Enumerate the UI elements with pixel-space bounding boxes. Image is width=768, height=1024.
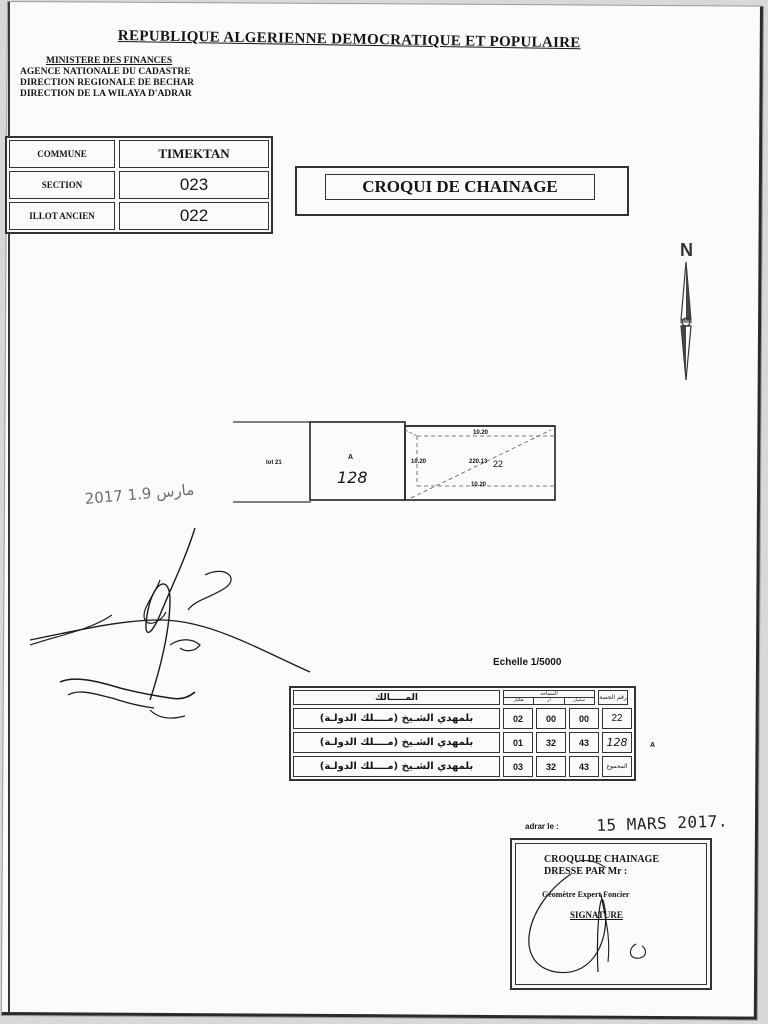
plan-lot-number: 22 [493,459,504,469]
illot-value: 022 [119,202,269,230]
handwritten-signature [29,527,311,719]
table-row: بلمهدي الشـيخ (مــــلك الدولـة) 02 00 00… [293,708,632,729]
ministry-block: MINISTERE DES FINANCES AGENCE NATIONALE … [20,56,194,100]
lot-cell: 128 [602,732,632,753]
ministry-line: AGENCE NATIONALE DU CADASTRE [20,67,191,77]
scale-label: Echelle 1/5000 [493,657,562,668]
section-value: 023 [119,171,269,199]
plan-lot-label: lot 21 [266,460,282,466]
centiare-cell: 43 [569,756,599,777]
hectare-cell: 02 [503,708,533,729]
place-label: adrar le : [525,822,559,831]
area-unit-a: آر [534,698,565,704]
sig-line-2: DRESSE PAR Mr : [544,866,628,877]
hectare-cell: 03 [503,756,533,777]
owner-cell: بلمهدي الشـيخ (مــــلك الدولـة) [293,756,500,777]
north-letter: N [680,240,693,260]
area-unit-ca: سنتيار [573,698,586,703]
are-cell: 00 [536,708,566,729]
document-title-box: CROQUI DE CHAINAGE [295,166,629,216]
area-header: المساحة هكتار آر سنتيار [503,690,595,705]
parcel-info-table: COMMUNE TIMEKTAN SECTION 023 ILLOT ANCIE… [5,136,273,234]
surveyor-signature [528,859,647,974]
property-table-header: المـــــالك المساحة هكتار آر سنتيار رقم … [293,690,632,705]
plan-measure-top: 10.20 [473,430,489,436]
signature-box-inner: CROQUI DE CHAINAGE DRESSE PAR Mr : Géomè… [515,843,707,985]
are-cell: 32 [536,756,566,777]
centiare-cell: 43 [569,732,599,753]
property-table: المـــــالك المساحة هكتار آر سنتيار رقم … [289,686,636,781]
hectare-cell: 01 [503,732,533,753]
sig-line-4: SIGNATURE [570,910,623,920]
centiare-cell: 00 [569,708,599,729]
plan-measure-left: 10.20 [411,459,427,465]
lot-header: رقم الحصة [598,690,628,705]
north-arrow: N [672,240,702,390]
are-cell: 32 [536,732,566,753]
parcel-plan: lot 21 A 128 10.20 10.20 220.13 22 10.20 [233,418,563,508]
area-unit-ha: هكتار [504,698,535,704]
commune-label: COMMUNE [9,140,115,168]
table-row: بلمهدي الشـيخ (مــــلك الدولـة) 03 32 43… [293,756,632,777]
owner-header: المـــــالك [293,690,500,705]
table-row: بلمهدي الشـيخ (مــــلك الدولـة) 01 32 43… [293,732,632,753]
area-units: هكتار آر سنتيار [504,698,594,704]
info-row-section: SECTION 023 [9,171,269,199]
sig-line-3: Géomètre Expert Foncier [542,890,630,899]
parcel-plan-drawing [233,421,556,503]
plan-measure-bottom: 10.20 [471,482,487,488]
ministry-line: MINISTERE DES FINANCES [46,56,173,66]
area-title: المساحة [504,691,594,698]
info-row-commune: COMMUNE TIMEKTAN [9,140,269,168]
ministry-line: DIRECTION DE LA WILAYA D'ADRAR [20,89,192,99]
section-label: SECTION [9,171,115,199]
paper-left-edge [8,2,10,1012]
ministry-line: DIRECTION REGIONALE DE BECHAR [20,78,194,88]
north-arrow-icon [680,261,692,381]
row-mark: A [650,742,656,749]
signature-box: CROQUI DE CHAINAGE DRESSE PAR Mr : Géomè… [510,838,712,990]
info-row-illot: ILLOT ANCIEN 022 [9,202,269,230]
owner-cell: بلمهدي الشـيخ (مــــلك الدولـة) [293,732,500,753]
document-title: CROQUI DE CHAINAGE [325,174,595,200]
lot-cell: المجموع [602,756,632,777]
plan-measure-mid: 220.13 [469,459,488,465]
lot-cell: 22 [602,708,632,729]
sig-line-1: CROQUI DE CHAINAGE [544,854,660,865]
commune-value: TIMEKTAN [119,140,269,168]
plan-parcel-number: 128 [337,468,368,487]
illot-label: ILLOT ANCIEN [9,202,115,230]
owner-cell: بلمهدي الشـيخ (مــــلك الدولـة) [293,708,500,729]
plan-parcel-letter: A [348,454,354,461]
